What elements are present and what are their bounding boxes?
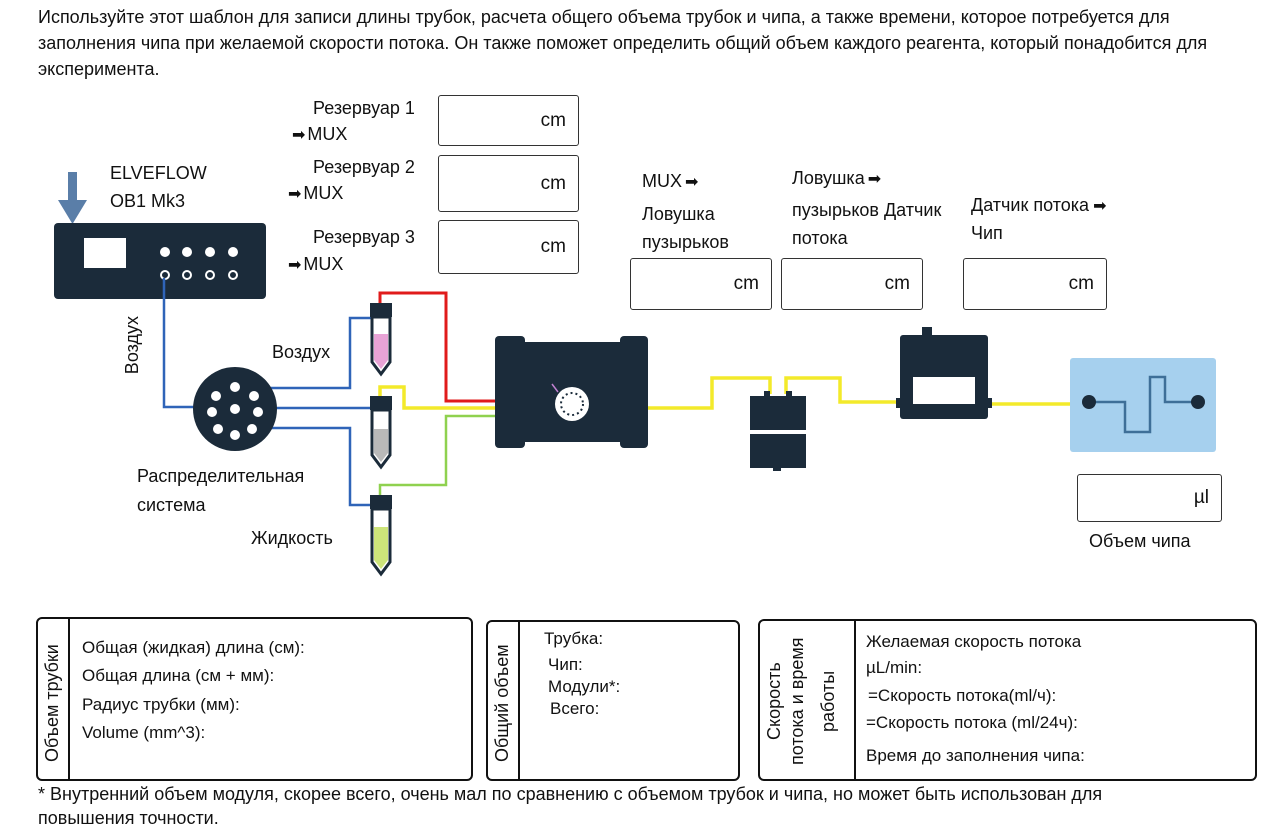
flow-ml-24h-row: =Скорость потока (ml/24ч): — [866, 713, 1078, 732]
bubble-trap — [750, 391, 806, 471]
arrow-right-icon: ➡ — [288, 257, 302, 274]
air-vial-label: Воздух — [272, 342, 331, 362]
flow-ml-h-row: =Скорость потока(ml/ч): — [868, 686, 1057, 705]
red-tubing — [378, 291, 560, 403]
total-liquid-length-row: Общая (жидкая) длина (см): — [82, 638, 305, 657]
total-length-row: Общая длина (см + мм): — [82, 666, 275, 685]
arrow-right-icon: ➡ — [685, 174, 699, 191]
sensor-to-chip-length-field[interactable]: cm — [963, 258, 1107, 310]
arrow-right-icon: ➡ — [292, 127, 306, 144]
reservoir-3-target: ➡MUX — [288, 253, 343, 277]
vial-air — [370, 303, 392, 377]
flow-sensor — [896, 327, 992, 419]
segment-1-to: Ловушка пузырьков — [642, 204, 729, 252]
reservoir-3-label: Резервуар 3 — [313, 227, 415, 247]
fill-time-row: Время до заполнения чипа: — [866, 746, 1085, 765]
vial-middle — [370, 396, 392, 470]
segment-3-to: Чип — [971, 223, 1003, 243]
ob1-controller — [54, 223, 266, 299]
pressure-input-arrow-icon — [58, 172, 87, 224]
flow-rate-panel: Скорость потока и время работы Желаемая … — [758, 619, 1257, 781]
vial-liquid — [370, 495, 392, 577]
intro-text: Используйте этот шаблон для записи длины… — [38, 7, 1208, 79]
liquid-vial-label: Жидкость — [251, 528, 333, 548]
tube-volume-row: Volume (mm^3): — [82, 723, 206, 742]
total-volume-title: Общий объем — [492, 644, 512, 762]
chip-volume-field[interactable]: µl — [1077, 474, 1222, 522]
segment-2-from: Ловушка➡ — [792, 167, 883, 191]
device-model: OB1 Mk3 — [110, 191, 186, 211]
tube-radius-row: Радиус трубки (мм): — [82, 695, 240, 714]
segment-2-to: пузырьков Датчик потока — [792, 200, 942, 248]
tube-volume-title: Объем трубки — [42, 644, 62, 762]
reservoir-1-length-field[interactable]: cm — [438, 95, 579, 146]
reservoir-2-target: ➡MUX — [288, 182, 343, 206]
segment-1-from: MUX➡ — [642, 170, 700, 194]
tube-total-row: Трубка: — [544, 629, 604, 648]
divider — [854, 621, 856, 779]
green-tubing — [378, 414, 560, 495]
arrow-right-icon: ➡ — [288, 186, 302, 203]
chip-volume-label: Объем чипа — [1089, 531, 1191, 551]
grand-total-row: Всего: — [550, 699, 600, 718]
desired-flow-row: Желаемая скорость потока — [866, 632, 1082, 651]
arrow-right-icon: ➡ — [1093, 198, 1107, 215]
modules-total-row: Модули*: — [548, 677, 621, 696]
total-volume-panel: Общий объем Трубка: Чип: Модули*: Всего: — [486, 620, 740, 781]
divider — [68, 619, 70, 779]
flow-title-line2: потока и время — [787, 637, 807, 765]
reservoir-3-length-field[interactable]: cm — [438, 220, 579, 274]
yellow-tubing — [378, 376, 1085, 410]
flow-title-line1: Скорость — [764, 662, 784, 740]
blue-tubing — [162, 278, 372, 507]
mux-to-trap-length-field[interactable]: cm — [630, 258, 772, 310]
distribution-valve — [193, 367, 277, 451]
microfluidic-chip — [1070, 358, 1216, 452]
footnote: * Внутренний объем модуля, скорее всего,… — [38, 784, 1103, 828]
flow-title-line3: работы — [818, 670, 838, 732]
flow-ul-min-row: µL/min: — [866, 658, 923, 677]
reservoir-1-target: ➡MUX — [292, 123, 347, 147]
air-line-label: Воздух — [122, 316, 142, 375]
chip-total-row: Чип: — [548, 655, 583, 674]
distribution-system-label: Распределительная система — [137, 466, 305, 515]
tube-volume-panel: Объем трубки Общая (жидкая) длина (см): … — [36, 617, 473, 781]
segment-3-from: Датчик потока➡ — [971, 194, 1108, 218]
mux-wire — [495, 336, 648, 448]
reservoir-1-label: Резервуар 1 — [313, 98, 415, 118]
arrow-right-icon: ➡ — [867, 171, 882, 188]
trap-to-sensor-length-field[interactable]: cm — [781, 258, 923, 310]
device-name: ELVEFLOW — [110, 163, 207, 183]
reservoir-2-length-field[interactable]: cm — [438, 155, 579, 212]
reservoir-2-label: Резервуар 2 — [313, 157, 415, 177]
divider — [518, 622, 520, 779]
